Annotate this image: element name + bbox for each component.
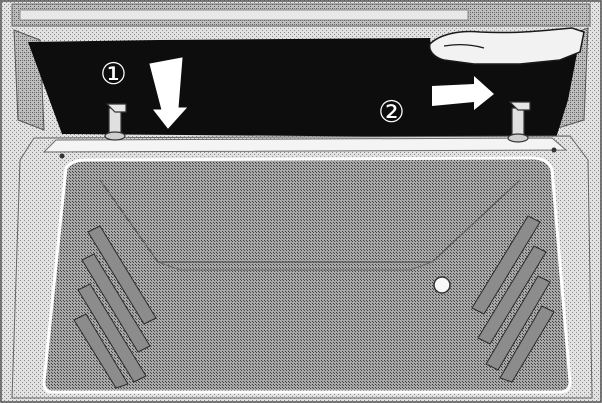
top-rail-slot xyxy=(20,10,468,20)
step-1-marker: ① xyxy=(100,58,127,91)
hand-illustration xyxy=(430,28,584,64)
cavity-light-knob xyxy=(434,277,450,293)
left-screw-icon xyxy=(60,154,65,159)
front-lip xyxy=(44,138,566,152)
right-screw-icon xyxy=(552,148,557,153)
step-2-marker: ② xyxy=(378,96,405,129)
